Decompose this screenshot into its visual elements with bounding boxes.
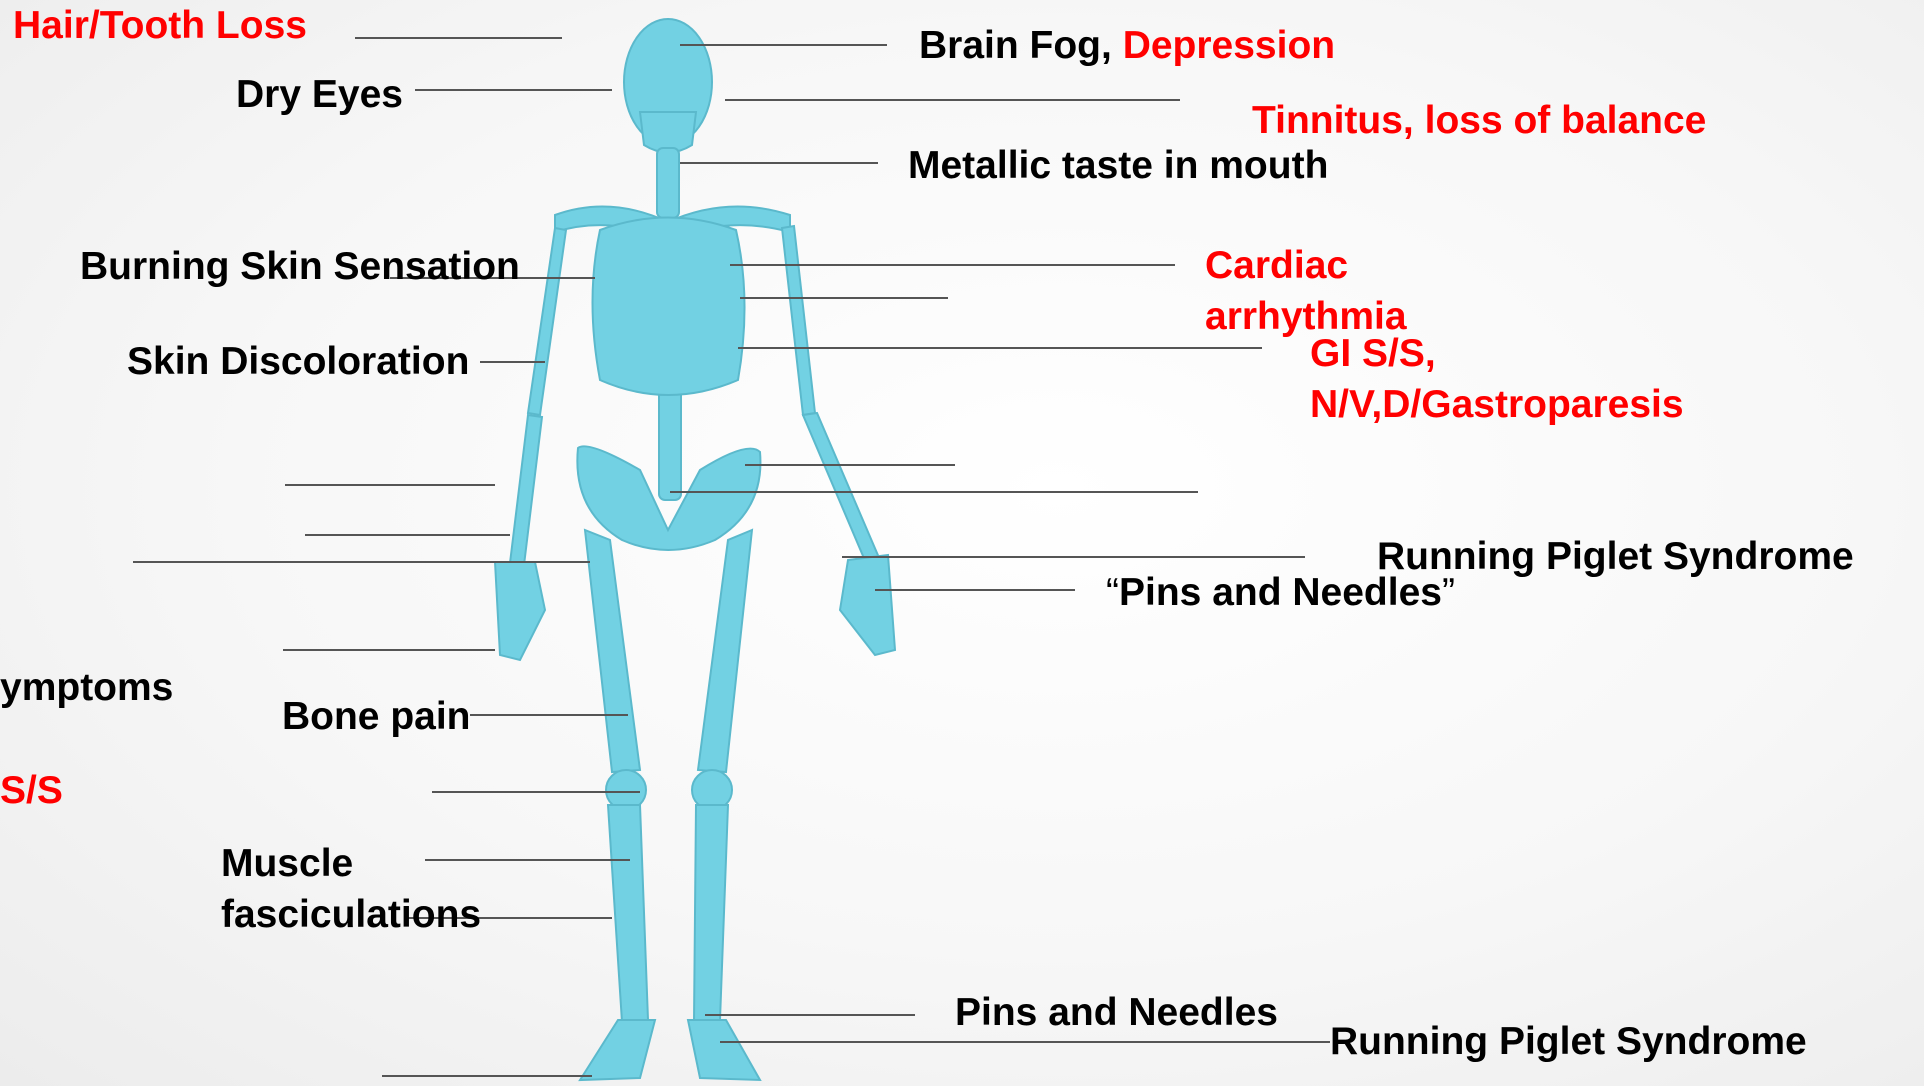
label-brain-fog: Brain Fog, <box>919 24 1112 67</box>
left-forearm <box>510 415 542 565</box>
label-gi-symptoms: GI S/S,N/V,D/Gastroparesis <box>1310 328 1684 430</box>
open-quote: “ <box>1106 571 1119 614</box>
left-shin <box>608 805 648 1022</box>
close-quote: ” <box>1442 571 1455 614</box>
left-foot <box>580 1020 655 1080</box>
right-hand <box>840 555 895 655</box>
label-burning-skin: Burning Skin Sensation <box>80 241 520 292</box>
label-depression: Depression <box>1123 24 1335 67</box>
label-symptoms-partial: ymptoms <box>0 662 173 713</box>
label-dry-eyes: Dry Eyes <box>236 69 403 120</box>
label-muscle-line2: fasciculations <box>221 889 481 940</box>
label-hair-tooth-loss: Hair/Tooth Loss <box>13 0 307 51</box>
label-cardiac-line1: Cardiac <box>1205 240 1407 291</box>
label-gi-line1: GI S/S, <box>1310 328 1684 379</box>
cervical-spine <box>657 148 679 218</box>
label-ss-partial: S/S <box>0 765 63 816</box>
label-pins-needles-hand: “Pins and Needles” <box>1106 567 1455 618</box>
label-pins-needles-hand-text: Pins and Needles <box>1119 571 1442 614</box>
label-tinnitus: Tinnitus, loss of balance <box>1252 95 1706 146</box>
label-brain-fog-depression: Brain Fog, Depression <box>919 20 1335 71</box>
right-forearm <box>803 413 880 563</box>
label-bone-pain: Bone pain <box>282 691 471 742</box>
right-upper-arm <box>782 226 815 415</box>
label-muscle-line1: Muscle <box>221 838 481 889</box>
jaw <box>640 112 696 153</box>
right-foot <box>688 1020 760 1080</box>
label-pins-needles-foot: Pins and Needles <box>955 987 1278 1038</box>
label-metallic-taste: Metallic taste in mouth <box>908 140 1328 191</box>
left-upper-arm <box>528 228 566 415</box>
label-gi-line2: N/V,D/Gastroparesis <box>1310 379 1684 430</box>
label-running-piglet-foot: Running Piglet Syndrome <box>1330 1016 1807 1067</box>
left-hand <box>495 562 545 660</box>
right-shin <box>694 805 728 1022</box>
left-femur <box>585 530 640 772</box>
label-skin-discoloration: Skin Discoloration <box>127 336 469 387</box>
ribcage <box>593 218 745 396</box>
right-femur <box>698 530 752 772</box>
